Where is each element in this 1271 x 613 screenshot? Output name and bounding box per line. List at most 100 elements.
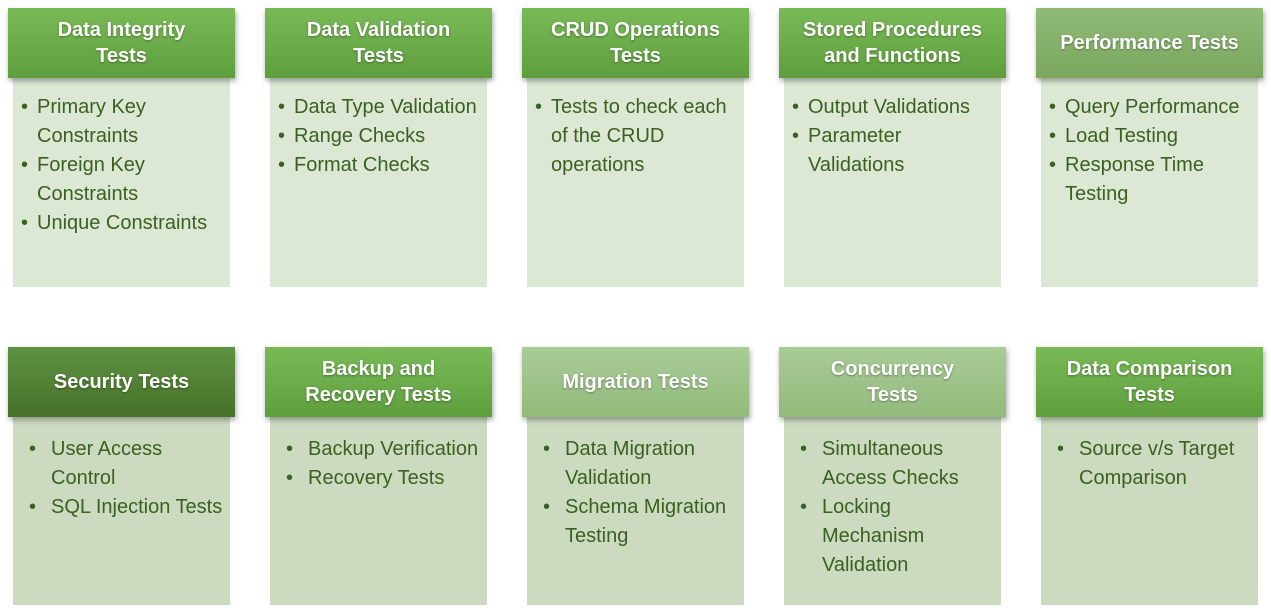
bullet-icon: • [278, 154, 286, 176]
card-body: •Data Type Validation•Range Checks•Forma… [270, 78, 487, 287]
card-header: Data Validation Tests [265, 8, 492, 78]
card-title: CRUD Operations Tests [551, 19, 720, 67]
list-item-label: Source v/s Target Comparison [1079, 438, 1235, 489]
list-item-label: Primary Key Constraints [37, 96, 146, 147]
card-title: Migration Tests [562, 371, 709, 393]
card-title: Stored Procedures and Functions [803, 19, 982, 67]
list-item: • Query Performance [1049, 93, 1254, 122]
card-item-list: •Data Migration Validation•Schema Migrat… [539, 435, 740, 551]
list-item: • Response Time Testing [1049, 151, 1254, 209]
list-item-label: Recovery Tests [308, 467, 445, 489]
card-stored-procedures-and-functions: Stored Procedures and Functions •Output … [779, 8, 1006, 287]
bullet-icon: • [1049, 154, 1057, 176]
list-item: • SQL Injection Tests [25, 493, 226, 522]
card-body: •Data Migration Validation•Schema Migrat… [527, 417, 744, 605]
card-backup-and-recovery-tests: Backup and Recovery Tests •Backup Verifi… [265, 347, 492, 605]
list-item: • Primary Key Constraints [21, 93, 226, 151]
card-item-list: •Tests to check each of the CRUD operati… [535, 93, 740, 180]
list-item-label: Simultaneous Access Checks [822, 438, 959, 489]
card-title: Security Tests [53, 371, 190, 393]
card-migration-tests: Migration Tests •Data Migration Validati… [522, 347, 749, 605]
list-item-label: Parameter Validations [808, 125, 905, 176]
list-item: •Range Checks [278, 122, 483, 151]
bullet-icon: • [792, 125, 800, 147]
card-crud-operations-tests: CRUD Operations Tests •Tests to check ea… [522, 8, 749, 287]
card-title: Backup and Recovery Tests [305, 358, 452, 406]
bullet-icon: • [29, 496, 37, 518]
card-item-list: •Output Validations • Parameter Validation… [792, 93, 997, 180]
card-row-2: Security Tests • User Access Control • SQL … [8, 347, 1263, 605]
list-item-label: User Access Control [51, 438, 163, 489]
card-security-tests: Security Tests • User Access Control • SQL … [8, 347, 235, 605]
card-title: Performance Tests [1060, 32, 1239, 54]
card-body: •Output Validations • Parameter Validation… [784, 78, 1001, 287]
card-item-list: • Primary Key Constraints • Foreign Key Con… [21, 93, 226, 238]
list-item-label: Unique Constraints [37, 212, 208, 234]
list-item: • User Access Control [25, 435, 226, 493]
list-item-label: Locking Mechanism Validation [822, 496, 925, 576]
list-item: • Schema Migration Testing [539, 493, 740, 551]
bullet-icon: • [800, 496, 808, 518]
list-item: • Data Type Validation [278, 93, 483, 122]
card-title: Data Integrity Tests [57, 19, 186, 67]
list-item: •Data Migration Validation [539, 435, 740, 493]
bullet-icon: • [1049, 96, 1057, 118]
card-data-integrity-tests: Data Integrity Tests • Primary Key Constr… [8, 8, 235, 287]
card-item-list: •Backup Verification•Recovery Tests [282, 435, 483, 493]
card-header: Migration Tests [522, 347, 749, 417]
card-performance-tests: Performance Tests •Query Performance•Loa… [1036, 8, 1263, 287]
bullet-icon: • [21, 154, 29, 176]
list-item: •Backup Verification [282, 435, 483, 464]
card-title: Concurrency Tests [830, 358, 955, 406]
card-title: Data Comparison Tests [1066, 358, 1233, 406]
card-title: Data Validation Tests [306, 19, 451, 67]
card-row-1: Data Integrity Tests • Primary Key Constr… [8, 8, 1263, 287]
bullet-icon: • [286, 467, 294, 489]
card-header: Security Tests [8, 347, 235, 417]
card-body: • Primary Key Constraints • Foreign Key Con… [13, 78, 230, 287]
card-header: Data Integrity Tests [8, 8, 235, 78]
list-item-label: SQL Injection Tests [51, 496, 223, 518]
list-item: • Simultaneous Access Checks [796, 435, 997, 493]
card-body: • Simultaneous Access Checks • Locking Mech… [784, 417, 1001, 605]
card-data-comparison-tests: Data Comparison Tests • Source v/s Target… [1036, 347, 1263, 605]
list-item: • Source v/s Target Comparison [1053, 435, 1254, 493]
list-item: • Format Checks [278, 151, 483, 180]
card-body: •Query Performance•Load Testing•Response… [1041, 78, 1258, 287]
list-item: • Foreign Key Constraints [21, 151, 226, 209]
bullet-icon: • [278, 125, 286, 147]
bullet-icon: • [543, 496, 551, 518]
card-header: Backup and Recovery Tests [265, 347, 492, 417]
list-item: • Parameter Validations [792, 122, 997, 180]
card-header: CRUD Operations Tests [522, 8, 749, 78]
list-item: • Unique Constraints [21, 209, 226, 238]
bullet-icon: • [21, 212, 29, 234]
bullet-icon: • [29, 438, 37, 460]
list-item-label: Output Validations [808, 96, 970, 118]
card-header: Data Comparison Tests [1036, 347, 1263, 417]
list-item-label: Response Time Testing [1065, 154, 1204, 205]
bullet-icon: • [286, 438, 294, 460]
bullet-icon: • [21, 96, 29, 118]
list-item-label: Query Performance [1065, 96, 1240, 118]
list-item-label: Foreign Key Constraints [37, 154, 145, 205]
bullet-icon: • [278, 96, 286, 118]
card-data-validation-tests: Data Validation Tests • Data Type Validat… [265, 8, 492, 287]
card-header: Concurrency Tests [779, 347, 1006, 417]
card-header: Stored Procedures and Functions [779, 8, 1006, 78]
list-item: • Recovery Tests [282, 464, 483, 493]
list-item-label: Tests to check each of the CRUD operatio… [551, 96, 727, 176]
card-item-list: • Source v/s Target Comparison [1053, 435, 1254, 493]
list-item-label: Format Checks [294, 154, 430, 176]
bullet-icon: • [800, 438, 808, 460]
card-body: •Tests to check each of the CRUD operati… [527, 78, 744, 287]
list-item-label: Schema Migration Testing [565, 496, 727, 547]
bullet-icon: • [1049, 125, 1057, 147]
card-concurrency-tests: Concurrency Tests • Simultaneous Access C… [779, 347, 1006, 605]
bullet-icon: • [1057, 438, 1065, 460]
card-body: •Backup Verification•Recovery Tests [270, 417, 487, 605]
list-item-label: Data Type Validation [294, 96, 477, 118]
bullet-icon: • [543, 438, 551, 460]
list-item: •Output Validations [792, 93, 997, 122]
